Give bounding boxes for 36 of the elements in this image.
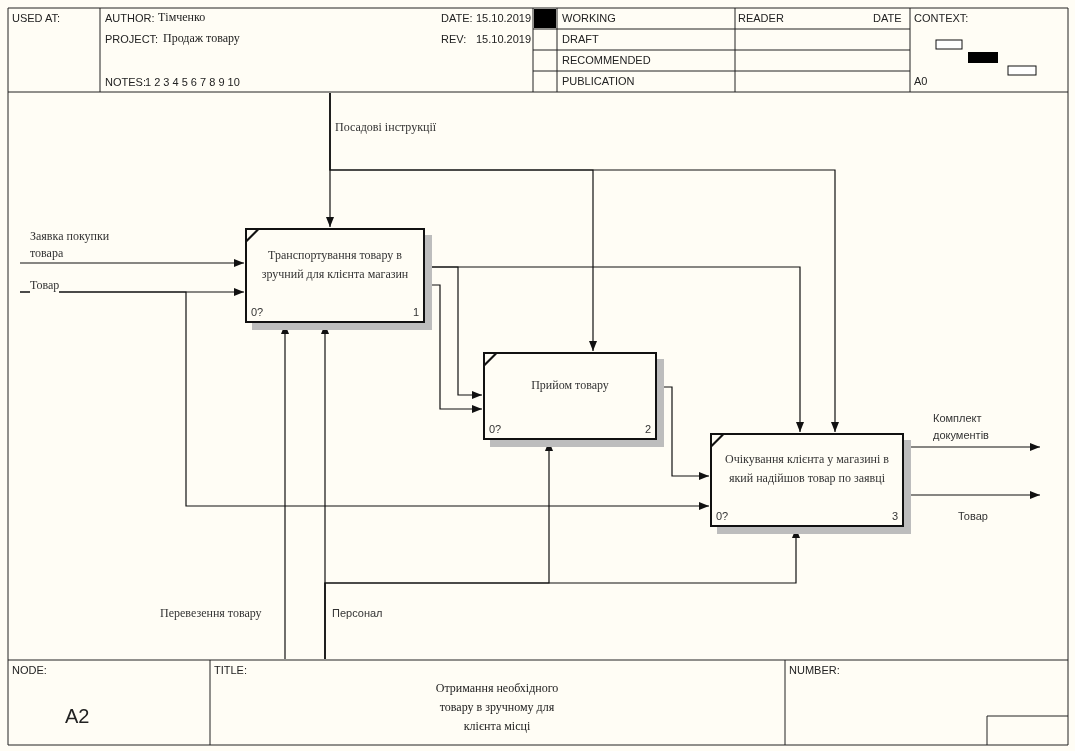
cost-mark: 0? — [489, 423, 502, 436]
node-number: A2 — [65, 705, 90, 727]
form-label: READER — [738, 12, 784, 25]
arrow — [329, 92, 839, 433]
form-label: TITLE: — [214, 664, 247, 677]
form-label: RECOMMENDED — [562, 54, 651, 67]
form-label: CONTEXT: — [914, 12, 969, 25]
form-label: NODE: — [12, 664, 47, 677]
activity-name: Прийом товару — [530, 377, 610, 394]
form-label: 15.10.2019 — [476, 33, 532, 46]
form-label: USED AT: — [12, 12, 61, 25]
arrow — [19, 291, 710, 510]
form-label: DATE: — [441, 12, 473, 25]
form-label: DRAFT — [562, 33, 599, 46]
form-label: AUTHOR: — [105, 12, 155, 25]
cost-mark: 0? — [251, 306, 264, 319]
activity-number: 2 — [644, 423, 651, 436]
arrow — [19, 259, 245, 267]
form-label: DATE — [873, 12, 902, 25]
form-label: Продаж товару — [163, 32, 240, 45]
diagram-title: Отримання необхідного товару в зручному для клієнта місці — [434, 680, 560, 735]
activity-name: Транспортування товару в зручний для клієнта магазин — [260, 246, 410, 283]
form-label: PROJECT: — [105, 33, 159, 46]
cost-mark: 0? — [716, 510, 729, 523]
form-label: Тімченко — [158, 11, 206, 24]
form-label: REV: — [441, 33, 467, 46]
form-label: A0 — [914, 75, 928, 88]
form-label: 15.10.2019 — [476, 12, 532, 25]
activity-number: 3 — [891, 510, 898, 523]
activity-name: Очікування клієнта у магазині в який надійшов товар по заявці — [724, 451, 890, 487]
form-label: 1 2 3 4 5 6 7 8 9 10 — [145, 76, 240, 89]
activity-number: 1 — [412, 306, 419, 319]
form-label: PUBLICATION — [562, 75, 635, 88]
form-label: NUMBER: — [789, 664, 840, 677]
form-label: NOTES: — [105, 76, 146, 89]
form-label: WORKING — [562, 12, 616, 25]
